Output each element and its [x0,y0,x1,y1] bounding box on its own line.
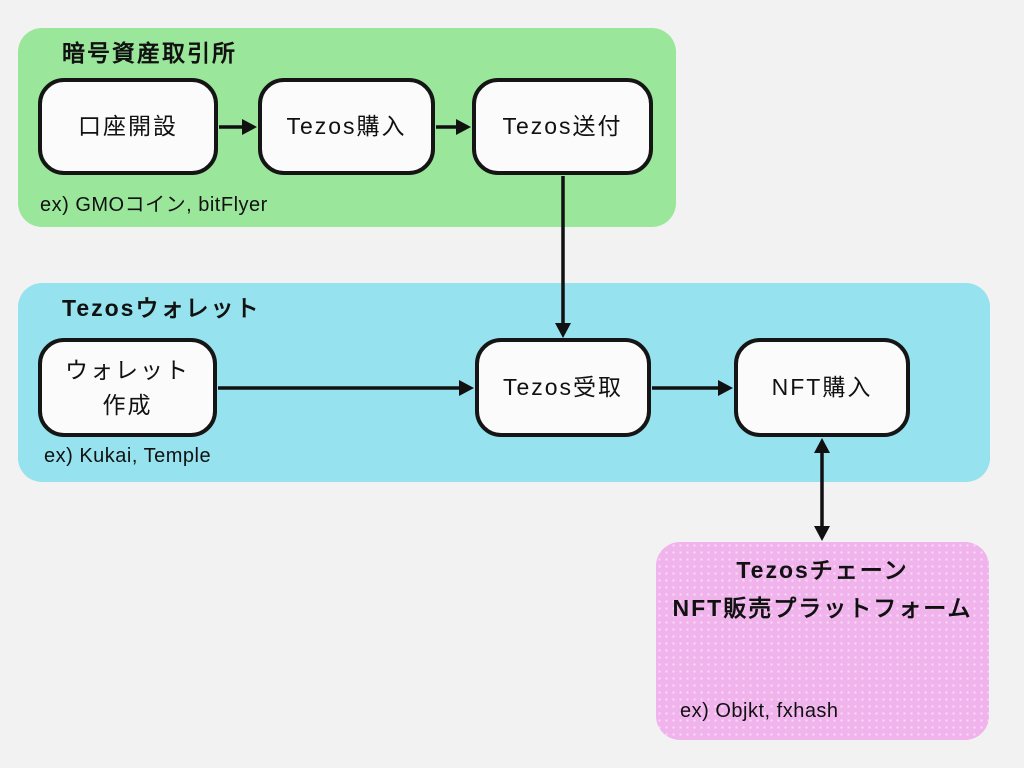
node-create-wallet-label-line1: ウォレット [65,357,190,383]
node-buy-nft: NFT購入 [734,338,910,437]
group-nft-platform-examples: ex) Objkt, fxhash [680,700,839,722]
group-nft-platform-title: Tezosチェーン NFT販売プラットフォーム [656,552,989,628]
node-receive-tezos: Tezos受取 [475,338,651,437]
group-nft-platform-title-line2: NFT販売プラットフォーム [672,594,973,621]
arrowhead-platform-down [814,526,830,541]
node-receive-tezos-label: Tezos受取 [502,374,624,401]
node-buy-nft-label: NFT購入 [771,374,873,401]
node-send-tezos-label: Tezos送付 [502,113,623,140]
node-buy-tezos: Tezos購入 [258,78,435,175]
group-nft-platform-title-line1: Tezosチェーン [736,557,909,583]
node-create-wallet: ウォレット 作成 [38,338,217,437]
group-nft-platform: Tezosチェーン NFT販売プラットフォーム ex) Objkt, fxhas… [656,542,989,740]
node-open-account: 口座開設 [38,78,218,175]
node-create-wallet-label-line2: 作成 [102,391,153,418]
group-tezos-wallet-examples: ex) Kukai, Temple [44,445,212,467]
node-buy-tezos-label: Tezos購入 [286,113,407,140]
group-tezos-wallet-title: Tezosウォレット [62,295,261,321]
group-crypto-exchange-examples: ex) GMOコイン, bitFlyer [40,194,268,216]
node-open-account-label: 口座開設 [78,113,178,140]
group-crypto-exchange-title: 暗号資産取引所 [62,40,237,66]
node-send-tezos: Tezos送付 [472,78,653,175]
